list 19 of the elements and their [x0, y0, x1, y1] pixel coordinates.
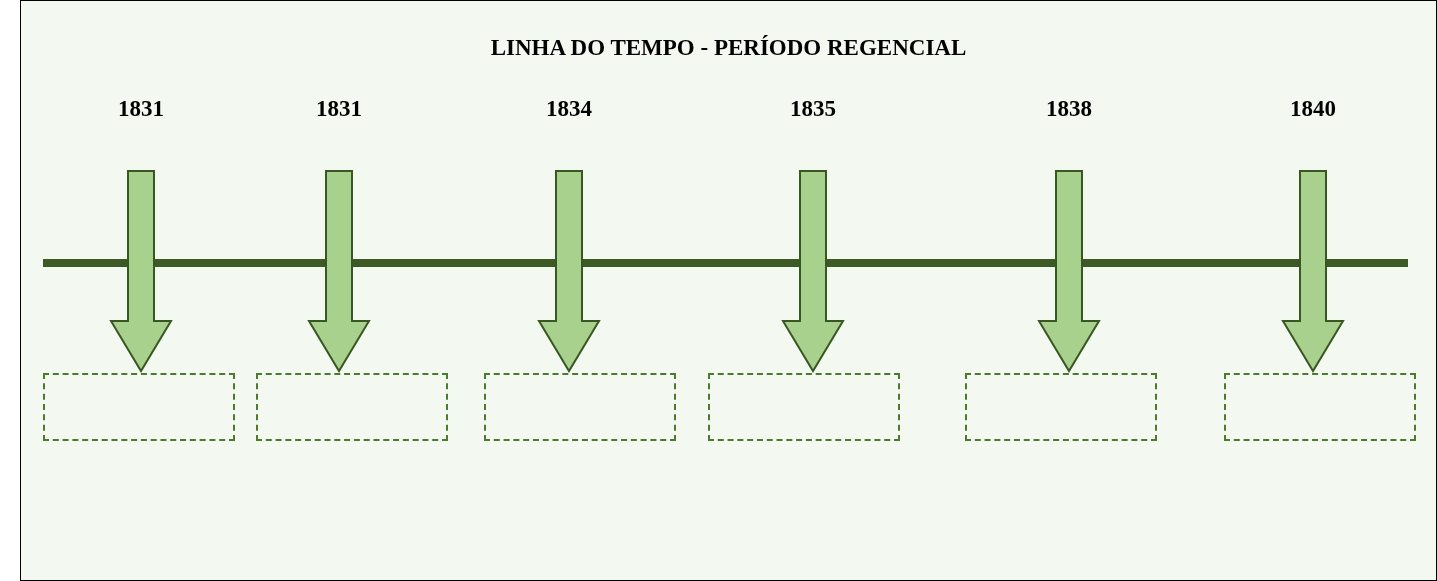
arrow [307, 170, 371, 373]
answer-box [484, 373, 676, 441]
arrow [1037, 170, 1101, 373]
arrow [109, 170, 173, 373]
answer-box [965, 373, 1157, 441]
year-label: 1831 [315, 96, 363, 122]
year-label: 1835 [789, 96, 837, 122]
answer-box [1224, 373, 1416, 441]
answer-box [43, 373, 235, 441]
arrow [781, 170, 845, 373]
title: LINHA DO TEMPO - PERÍODO REGENCIAL [489, 35, 968, 61]
arrow [1281, 170, 1345, 373]
answer-box [256, 373, 448, 441]
year-label: 1838 [1045, 96, 1093, 122]
arrow [537, 170, 601, 373]
year-label: 1834 [545, 96, 593, 122]
year-label: 1831 [117, 96, 165, 122]
answer-box [708, 373, 900, 441]
year-label: 1840 [1289, 96, 1337, 122]
